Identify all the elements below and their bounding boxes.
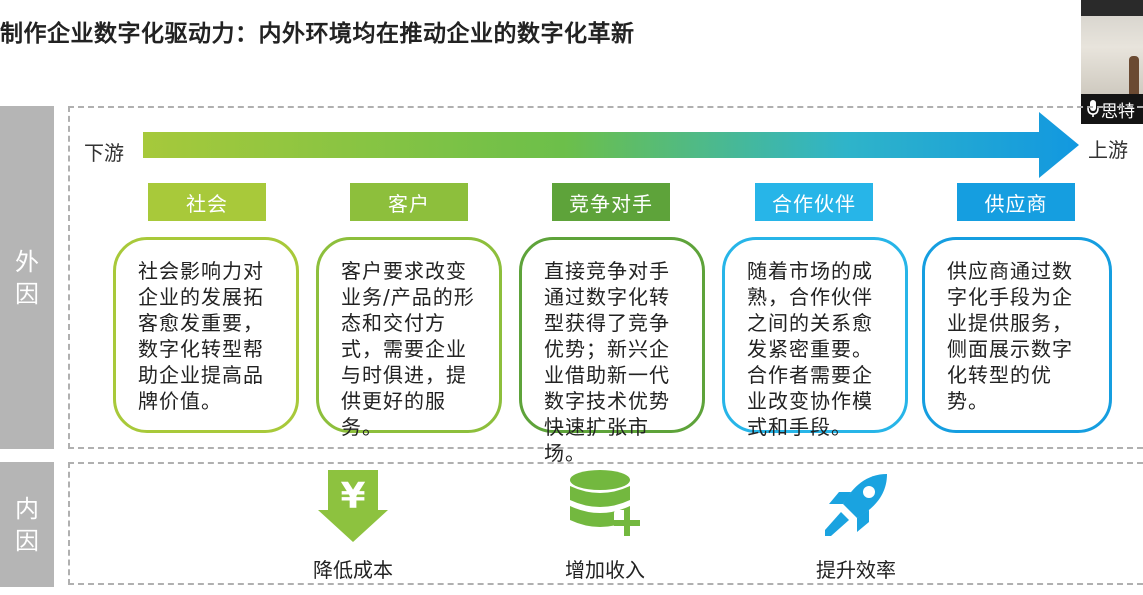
factor-card-customer: 客户要求改变业务/产品的形态和交付方式，需要企业与时俱进，提供更好的服务。 bbox=[316, 237, 502, 439]
factor-tag-partner: 合作伙伴 bbox=[755, 183, 873, 221]
database-plus-icon bbox=[570, 470, 640, 536]
outer-factors-panel bbox=[68, 106, 1143, 449]
rocket-icon bbox=[825, 474, 887, 536]
value-chain-arrow bbox=[143, 112, 1079, 178]
downstream-label: 下游 bbox=[84, 141, 124, 165]
inner-factor-increase-revenue: 增加收入 bbox=[530, 470, 670, 582]
factor-tag-competitor: 竞争对手 bbox=[552, 183, 670, 221]
inner-factors-label: 内 因 bbox=[0, 462, 54, 587]
factor-tag-supplier: 供应商 bbox=[957, 183, 1075, 221]
participant-video-tile[interactable]: 思特 bbox=[1081, 0, 1143, 124]
inner-factor-reduce-cost: ¥ 降低成本 bbox=[278, 470, 418, 582]
upstream-label: 上游 bbox=[1088, 138, 1128, 162]
inner-factor-label: 提升效率 bbox=[816, 558, 896, 582]
outer-factors-label-text: 外 因 bbox=[15, 247, 39, 308]
factor-tag-society: 社会 bbox=[148, 183, 266, 221]
factor-card-partner: 随着市场的成熟，合作伙伴之间的关系愈发紧密重要。合作者需要企业改变协作模式和手段… bbox=[722, 237, 908, 439]
inner-factor-improve-efficiency: 提升效率 bbox=[781, 470, 921, 582]
factor-tag-customer: 客户 bbox=[350, 183, 468, 221]
yen-down-arrow-icon: ¥ bbox=[318, 470, 388, 542]
factor-card-society: 社会影响力对企业的发展拓客愈发重要，数字化转型帮助企业提高品牌价值。 bbox=[113, 237, 299, 433]
factor-card-competitor: 直接竞争对手通过数字化转型获得了竞争优势；新兴企业借助新一代数字技术优势快速扩张… bbox=[519, 237, 705, 465]
outer-factors-label: 外 因 bbox=[0, 106, 54, 449]
mic-icon bbox=[1087, 100, 1099, 117]
inner-factors-label-text: 内 因 bbox=[15, 494, 39, 555]
slide-title: 制作企业数字化驱动力：内外环境均在推动企业的数字化革新 bbox=[0, 21, 635, 47]
svg-text:¥: ¥ bbox=[340, 476, 365, 517]
participant-video-feed bbox=[1081, 16, 1143, 94]
inner-factor-label: 增加收入 bbox=[565, 558, 645, 582]
inner-factors-panel bbox=[68, 462, 1143, 585]
inner-factor-label: 降低成本 bbox=[313, 558, 393, 582]
factor-card-supplier: 供应商通过数字化手段为企业提供服务，侧面展示数字化转型的优势。 bbox=[922, 237, 1112, 433]
